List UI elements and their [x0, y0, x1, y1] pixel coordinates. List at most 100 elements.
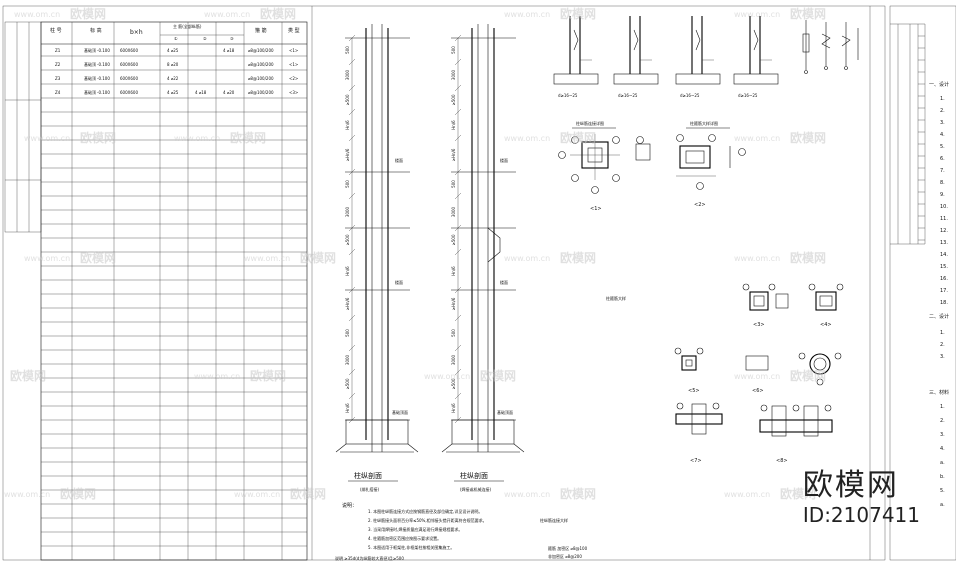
dim-label: Hn/6	[451, 266, 456, 276]
design-line: b.	[940, 474, 945, 480]
design-line: 3.	[940, 432, 945, 438]
design-line: 10.	[940, 204, 948, 210]
bolt-details	[802, 20, 859, 74]
watermark-text: 欧模网	[560, 486, 596, 501]
design-line: 1.	[940, 330, 945, 336]
cell-no: Z3	[55, 76, 61, 81]
detail-mark: <8>	[776, 458, 788, 464]
watermark-text: 欧模网	[790, 368, 826, 383]
mid-label: 柱箍筋大样	[606, 295, 626, 301]
dim-label: Hn/6	[345, 120, 350, 130]
watermark-text: 欧模网	[10, 368, 46, 383]
stirrup-detail: <4>	[808, 283, 844, 328]
dim-label: ≥500	[451, 378, 456, 389]
watermark-text: 欧模网	[80, 130, 116, 145]
cell-c3: 4 ⌀18	[223, 48, 235, 53]
dim-label: Hn/6	[345, 403, 350, 413]
watermark-url: www.om.cn	[14, 10, 60, 19]
label-floor-2: 楼面	[395, 279, 403, 285]
note-item: 2. 柱纵筋接头面积百分率≤50%,相邻接头错开距离符合规范要求。	[368, 517, 487, 523]
dim-label: ≥Hn/6	[345, 297, 350, 310]
watermark-text: 欧模网	[560, 130, 596, 145]
design-line: 8.	[940, 180, 945, 186]
dim-label: Hn/6	[451, 120, 456, 130]
base-detail: d≥16~25	[553, 16, 599, 98]
dim-label: 3000	[345, 206, 350, 217]
section-right-title: 柱纵剖面	[460, 471, 488, 480]
column-longitudinal-sections: 5003000≥500Hn/6≥Hn/65003000≥500Hn/6≥Hn/6…	[335, 24, 588, 561]
watermark-text: 欧模网	[260, 6, 296, 21]
detail-mark: <7>	[690, 458, 702, 464]
design-line: 7.	[940, 168, 945, 174]
cell-elev: 基础顶	[84, 89, 96, 95]
design-heading-3: 三、材料	[929, 389, 949, 396]
notes-bottom: 说明 ≥35d(d为纵筋较大直径)且≥500	[335, 555, 404, 561]
notes-right-2: 箍筋 加密区 ⌀8@100	[548, 545, 588, 551]
cell-elev: 基础顶	[84, 47, 96, 53]
watermark-url: www.om.cn	[424, 372, 470, 381]
cell-top: -0.100	[97, 76, 110, 81]
cell-c1: 4 ⌀25	[167, 48, 179, 53]
dim-label: ≥500	[451, 94, 456, 105]
label-floor-4: 楼面	[500, 279, 508, 285]
base-label: d≥16~25	[618, 93, 638, 98]
design-line: 12.	[940, 228, 948, 234]
watermark-url: www.om.cn	[504, 254, 550, 263]
header-elev: 标 高	[90, 27, 102, 34]
dim-label: 3000	[451, 206, 456, 217]
watermark-url: www.om.cn	[504, 10, 550, 19]
dim-label: 500	[345, 46, 350, 54]
design-notes-panel: 一、设计 二、设计 三、材料 1.2.3.4.5.6.7.8.9.10.11.1…	[890, 23, 949, 508]
dim-label: ≥500	[345, 94, 350, 105]
watermark-text: 欧模网	[80, 250, 116, 265]
watermark-url: www.om.cn	[504, 490, 550, 499]
label-foundation-2: 基础顶面	[497, 409, 513, 415]
detail-caption-2: 柱箍筋大样详图	[690, 120, 718, 126]
stirrup-detail	[674, 347, 704, 371]
watermark-url: www.om.cn	[24, 134, 70, 143]
dim-label: 3000	[451, 69, 456, 80]
header-group: 主 筋(全部纵筋)	[173, 23, 202, 29]
watermark-url: www.om.cn	[194, 372, 240, 381]
watermark-text: 欧模网	[300, 250, 336, 265]
label-floor-3: 楼面	[500, 157, 508, 163]
dim-label: 3000	[345, 354, 350, 365]
label-floor-1: 楼面	[395, 157, 403, 163]
cell-type: <2>	[289, 76, 298, 81]
watermark-url: www.om.cn	[24, 254, 70, 263]
stirrup-detail: <7>	[675, 402, 723, 464]
design-line: 18.	[940, 300, 948, 306]
design-line: 1.	[940, 96, 945, 102]
cell-bxh: 600X600	[120, 76, 138, 81]
note-item: 1. 本图柱纵筋连接方式应按钢筋直径及部位确定,详见设计说明。	[368, 508, 482, 514]
base-label: d≥16~25	[680, 93, 700, 98]
cell-top: -0.100	[97, 48, 110, 53]
base-label: d≥16~25	[558, 93, 578, 98]
base-label: d≥16~25	[738, 93, 758, 98]
cell-c1: 4 ⌀25	[167, 90, 179, 95]
dim-label: 3000	[451, 354, 456, 365]
cell-type: <3>	[289, 90, 298, 95]
base-detail: d≥16~25	[613, 16, 659, 98]
cell-stirrup: ⌀8@100/200	[248, 48, 274, 53]
watermark-text: 欧模网	[790, 250, 826, 265]
dim-label: 500	[451, 46, 456, 54]
cell-c2: 4 ⌀18	[195, 90, 207, 95]
right-frame	[889, 5, 956, 561]
design-line: 4.	[940, 132, 945, 138]
detail-caption-1: 柱纵筋连接详图	[576, 120, 604, 126]
connection-details: d≥16~25 d≥16~25 d≥16~25 d≥16~25 柱纵筋连接详图 柱箍筋…	[553, 16, 859, 464]
watermark-text: 欧模网	[290, 486, 326, 501]
dim-label: Hn/6	[345, 266, 350, 276]
watermark-text: 欧模网	[780, 486, 816, 501]
section-right-sub: (焊接或机械连接)	[460, 486, 492, 492]
watermark-url: www.om.cn	[724, 490, 770, 499]
watermark-url: www.om.cn	[504, 134, 550, 143]
notes-right-3: 非加密区 ⌀8@200	[548, 553, 582, 559]
design-line: 3.	[940, 120, 945, 126]
